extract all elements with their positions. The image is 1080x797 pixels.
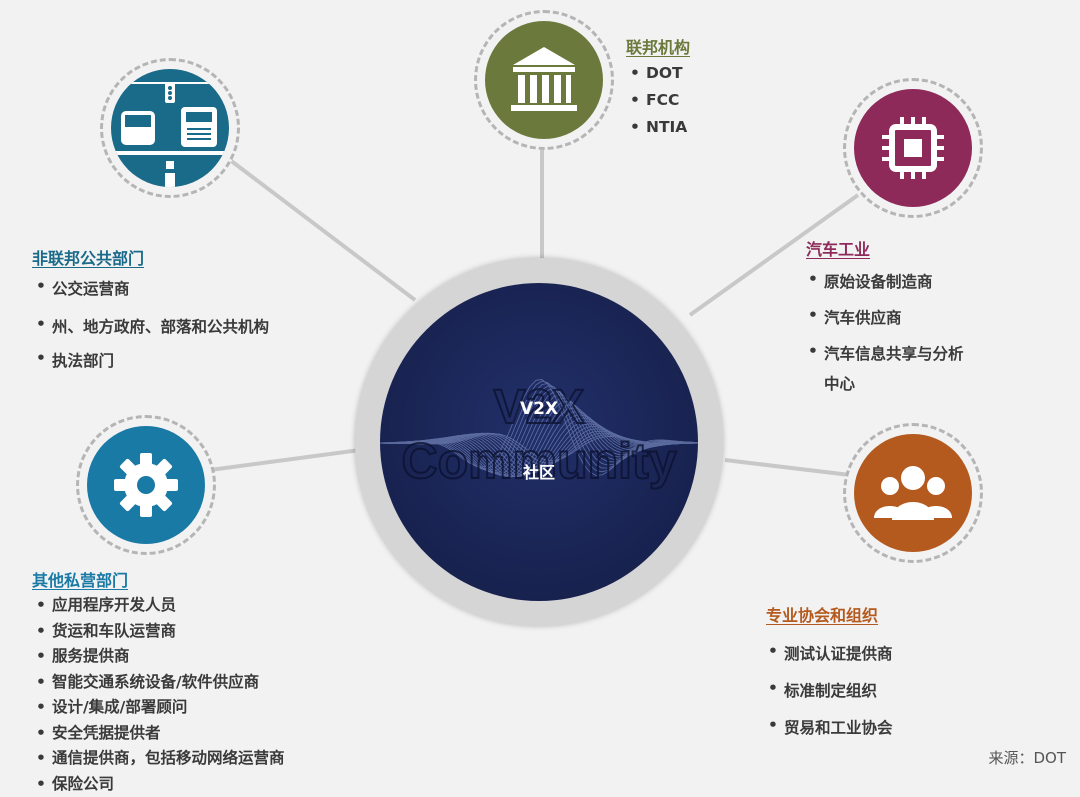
list-item: 公交运营商	[36, 277, 269, 299]
list-item: 原始设备制造商	[808, 270, 964, 292]
list-private: 应用程序开发人员 货运和车队运营商 服务提供商 智能交通系统设备/软件供应商 设…	[36, 593, 285, 797]
node-disc-non-federal	[111, 69, 229, 187]
list-item: 安全凭据提供者	[36, 721, 285, 747]
group-title-private: 其他私营部门	[32, 567, 128, 591]
list-associations: 测试认证提供商 标准制定组织 贸易和工业协会	[768, 642, 893, 738]
list-item-continuation: 中心	[808, 372, 964, 394]
list-item: 保险公司	[36, 772, 285, 797]
list-item: 测试认证提供商	[768, 642, 893, 664]
people-group-icon	[854, 434, 972, 552]
list-item: 贸易和工业协会	[768, 716, 893, 738]
group-title-associations: 专业协会和组织	[766, 602, 878, 626]
list-item: 应用程序开发人员	[36, 593, 285, 619]
list-item: 智能交通系统设备/软件供应商	[36, 670, 285, 696]
group-title-federal: 联邦机构	[626, 34, 690, 58]
traffic-vehicles-icon	[111, 69, 229, 187]
v2x-hub: V2X Community V2X 社区	[380, 283, 698, 601]
node-disc-federal	[485, 21, 603, 139]
node-private	[76, 415, 216, 555]
list-item: 通信提供商，包括移动网络运营商	[36, 746, 285, 772]
source-label: 来源：DOT	[988, 747, 1066, 768]
connector-private	[210, 450, 360, 470]
node-disc-private	[87, 426, 205, 544]
list-item: DOT	[630, 64, 687, 82]
list-item: 服务提供商	[36, 644, 285, 670]
list-federal: DOT FCC NTIA	[630, 64, 687, 136]
hub-subtitle: 社区	[380, 459, 698, 483]
node-disc-automotive	[854, 89, 972, 207]
hub-title: V2X	[380, 399, 698, 419]
list-item: 货运和车队运营商	[36, 619, 285, 645]
list-item: 汽车信息共享与分析	[808, 342, 964, 364]
list-non-federal: 公交运营商 州、地方政府、部落和公共机构 执法部门	[36, 277, 269, 371]
government-building-icon	[485, 21, 603, 139]
list-item: 执法部门	[36, 349, 269, 371]
node-automotive	[843, 78, 983, 218]
node-associations	[843, 423, 983, 563]
microchip-icon	[854, 89, 972, 207]
list-item: FCC	[630, 91, 687, 109]
list-item: 标准制定组织	[768, 679, 893, 701]
group-title-non-federal: 非联邦公共部门	[32, 245, 144, 269]
node-federal	[474, 10, 614, 150]
list-item: 汽车供应商	[808, 306, 964, 328]
list-item: 州、地方政府、部落和公共机构	[36, 315, 269, 337]
group-title-automotive: 汽车工业	[806, 236, 870, 260]
wave-graphic: V2X Community	[380, 283, 698, 601]
list-item: NTIA	[630, 118, 687, 136]
node-disc-associations	[854, 434, 972, 552]
list-automotive: 原始设备制造商 汽车供应商 汽车信息共享与分析 中心	[808, 270, 964, 394]
gear-icon	[87, 426, 205, 544]
node-non-federal	[100, 58, 240, 198]
list-item: 设计/集成/部署顾问	[36, 695, 285, 721]
connector-associations	[725, 460, 850, 475]
